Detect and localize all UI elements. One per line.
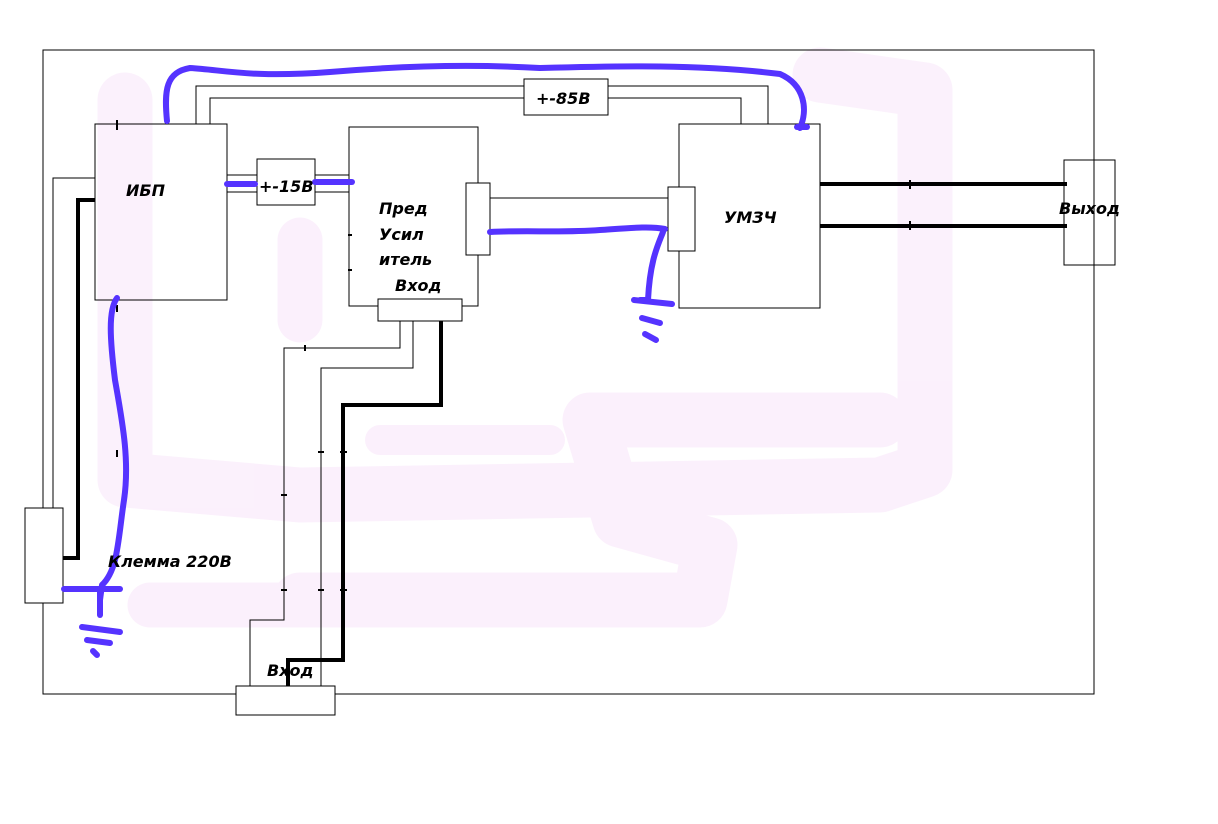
thin-wires <box>52 85 769 686</box>
rail-15-block <box>256 158 316 206</box>
thick-wires <box>63 182 1067 686</box>
enclosure <box>42 49 1095 695</box>
tick-marks <box>116 120 911 591</box>
preamp-output-connector <box>465 182 491 256</box>
highlight-strokes <box>97 47 953 628</box>
amp-input-connector <box>667 186 696 252</box>
psu-block <box>94 123 228 301</box>
terminal-block <box>24 507 64 604</box>
main-input-connector <box>235 685 336 716</box>
amp-label: УМЗЧ <box>724 208 777 227</box>
rail-85-label: +-85В <box>536 89 591 108</box>
output-connector <box>1063 159 1116 266</box>
psu-label: ИБП <box>126 181 166 200</box>
preamp-input-connector <box>377 298 463 322</box>
terminal-label: Клемма 220В <box>108 552 232 571</box>
main-input-label: Вход <box>267 661 313 680</box>
preamp-input-label: Вход <box>395 276 441 295</box>
rail-85-block <box>523 78 609 116</box>
output-label: Выход <box>1059 199 1120 218</box>
rail-15-label: +-15В <box>259 177 314 196</box>
preamp-label-line1: Пред <box>379 199 428 218</box>
preamp-label-line2: Усил <box>379 225 424 244</box>
preamp-label-line3: итель <box>379 250 432 269</box>
ground-wires <box>61 62 810 658</box>
